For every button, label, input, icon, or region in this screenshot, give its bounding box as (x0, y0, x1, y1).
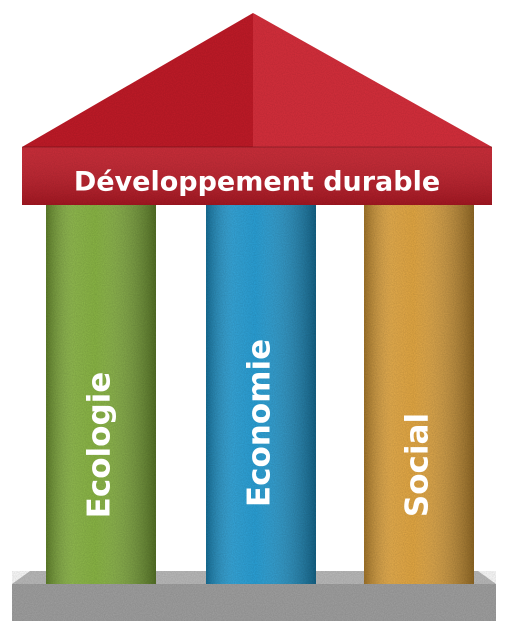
pillar-social-label: Social (400, 413, 436, 517)
pillar-economie-grain (206, 192, 316, 584)
pillar-social-grain (364, 192, 474, 584)
temple-roof: Développement durable (22, 13, 492, 205)
pillar-ecologie-label: Ecologie (82, 372, 118, 519)
pillar-economie-label: Economie (242, 339, 278, 507)
pillar-social: Social (364, 192, 474, 584)
roof-title: Développement durable (74, 167, 440, 198)
pillar-ecologie: Ecologie (46, 192, 156, 584)
roof-grain (22, 13, 492, 205)
pillar-ecologie-grain (46, 192, 156, 584)
pillar-economie: Economie (206, 192, 316, 584)
